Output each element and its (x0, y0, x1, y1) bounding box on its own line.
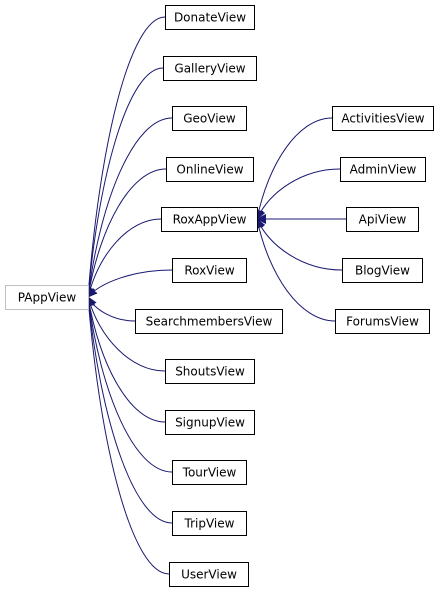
node-box (346, 207, 419, 232)
node-donate-view[interactable]: DonateView (165, 5, 255, 30)
node-api-view[interactable]: ApiView (346, 207, 419, 232)
node-online-view[interactable]: OnlineView (166, 157, 254, 182)
node-label: RoxAppView (173, 213, 247, 227)
node-label: SignupView (175, 416, 245, 430)
edge-admin-view-to-rox-app-view (256, 168, 341, 220)
edge-signup-view-to-papp-view (84, 296, 166, 423)
node-box (172, 460, 247, 485)
node-gallery-view[interactable]: GalleryView (163, 56, 257, 81)
node-label: OnlineView (176, 163, 243, 177)
node-label: GalleryView (174, 62, 245, 76)
node-box (169, 562, 249, 587)
node-shouts-view[interactable]: ShoutsView (165, 359, 255, 384)
edge-online-view-to-papp-view (84, 168, 167, 298)
edge-shouts-view-to-papp-view (85, 296, 166, 372)
nodes-layer: PAppView DonateViewGalleryViewGeoViewOnli… (5, 5, 434, 587)
node-label: ShoutsView (175, 365, 245, 379)
node-label: PAppView (18, 291, 77, 305)
edge-geo-view-to-papp-view (84, 117, 173, 298)
node-rox-app-view[interactable]: RoxAppView (161, 207, 258, 232)
node-label: TourView (182, 466, 237, 480)
node-box (166, 157, 254, 182)
edge-donate-view-to-papp-view (83, 16, 166, 298)
node-user-view[interactable]: UserView (169, 562, 249, 587)
node-geo-view[interactable]: GeoView (172, 106, 247, 131)
node-box (5, 285, 89, 310)
node-box (165, 359, 255, 384)
edge-rox-view-to-papp-view (87, 269, 173, 298)
node-label: ForumsView (346, 315, 419, 329)
node-label: ActivitiesView (341, 112, 424, 126)
edge-activities-view-to-rox-app-view (253, 117, 333, 220)
node-blog-view[interactable]: BlogView (342, 258, 423, 283)
node-box (342, 258, 423, 283)
node-box (163, 56, 257, 81)
node-box (340, 157, 426, 182)
node-box (172, 511, 247, 536)
node-box (165, 410, 255, 435)
node-papp-view[interactable]: PAppView (5, 285, 89, 310)
node-label: RoxView (184, 264, 235, 278)
edge-user-view-to-papp-view (83, 296, 170, 575)
edge-gallery-view-to-papp-view (83, 67, 164, 298)
edges-layer (83, 16, 347, 575)
edge-trip-view-to-papp-view (83, 296, 173, 524)
node-box (332, 106, 434, 131)
node-box (165, 5, 255, 30)
node-trip-view[interactable]: TripView (172, 511, 247, 536)
node-label: ApiView (359, 213, 407, 227)
edge-rox-app-view-to-papp-view (85, 218, 162, 298)
node-label: TripView (184, 517, 235, 531)
node-box (161, 207, 258, 232)
node-rox-view[interactable]: RoxView (172, 258, 247, 283)
node-searchmembers-view[interactable]: SearchmembersView (135, 309, 283, 334)
node-forums-view[interactable]: ForumsView (335, 309, 430, 334)
node-activities-view[interactable]: ActivitiesView (332, 106, 434, 131)
edge-blog-view-to-rox-app-view (256, 218, 343, 271)
node-label: SearchmembersView (146, 315, 273, 329)
node-label: GeoView (183, 112, 236, 126)
node-admin-view[interactable]: AdminView (340, 157, 426, 182)
node-label: UserView (181, 568, 237, 582)
node-label: AdminView (350, 163, 417, 177)
node-box (335, 309, 430, 334)
node-box (172, 258, 247, 283)
edge-forums-view-to-rox-app-view (253, 218, 336, 322)
node-signup-view[interactable]: SignupView (165, 410, 255, 435)
node-tour-view[interactable]: TourView (172, 460, 247, 485)
node-box (135, 309, 283, 334)
node-box (172, 106, 247, 131)
edge-tour-view-to-papp-view (84, 296, 173, 473)
node-label: BlogView (355, 264, 410, 278)
node-label: DonateView (174, 11, 246, 25)
